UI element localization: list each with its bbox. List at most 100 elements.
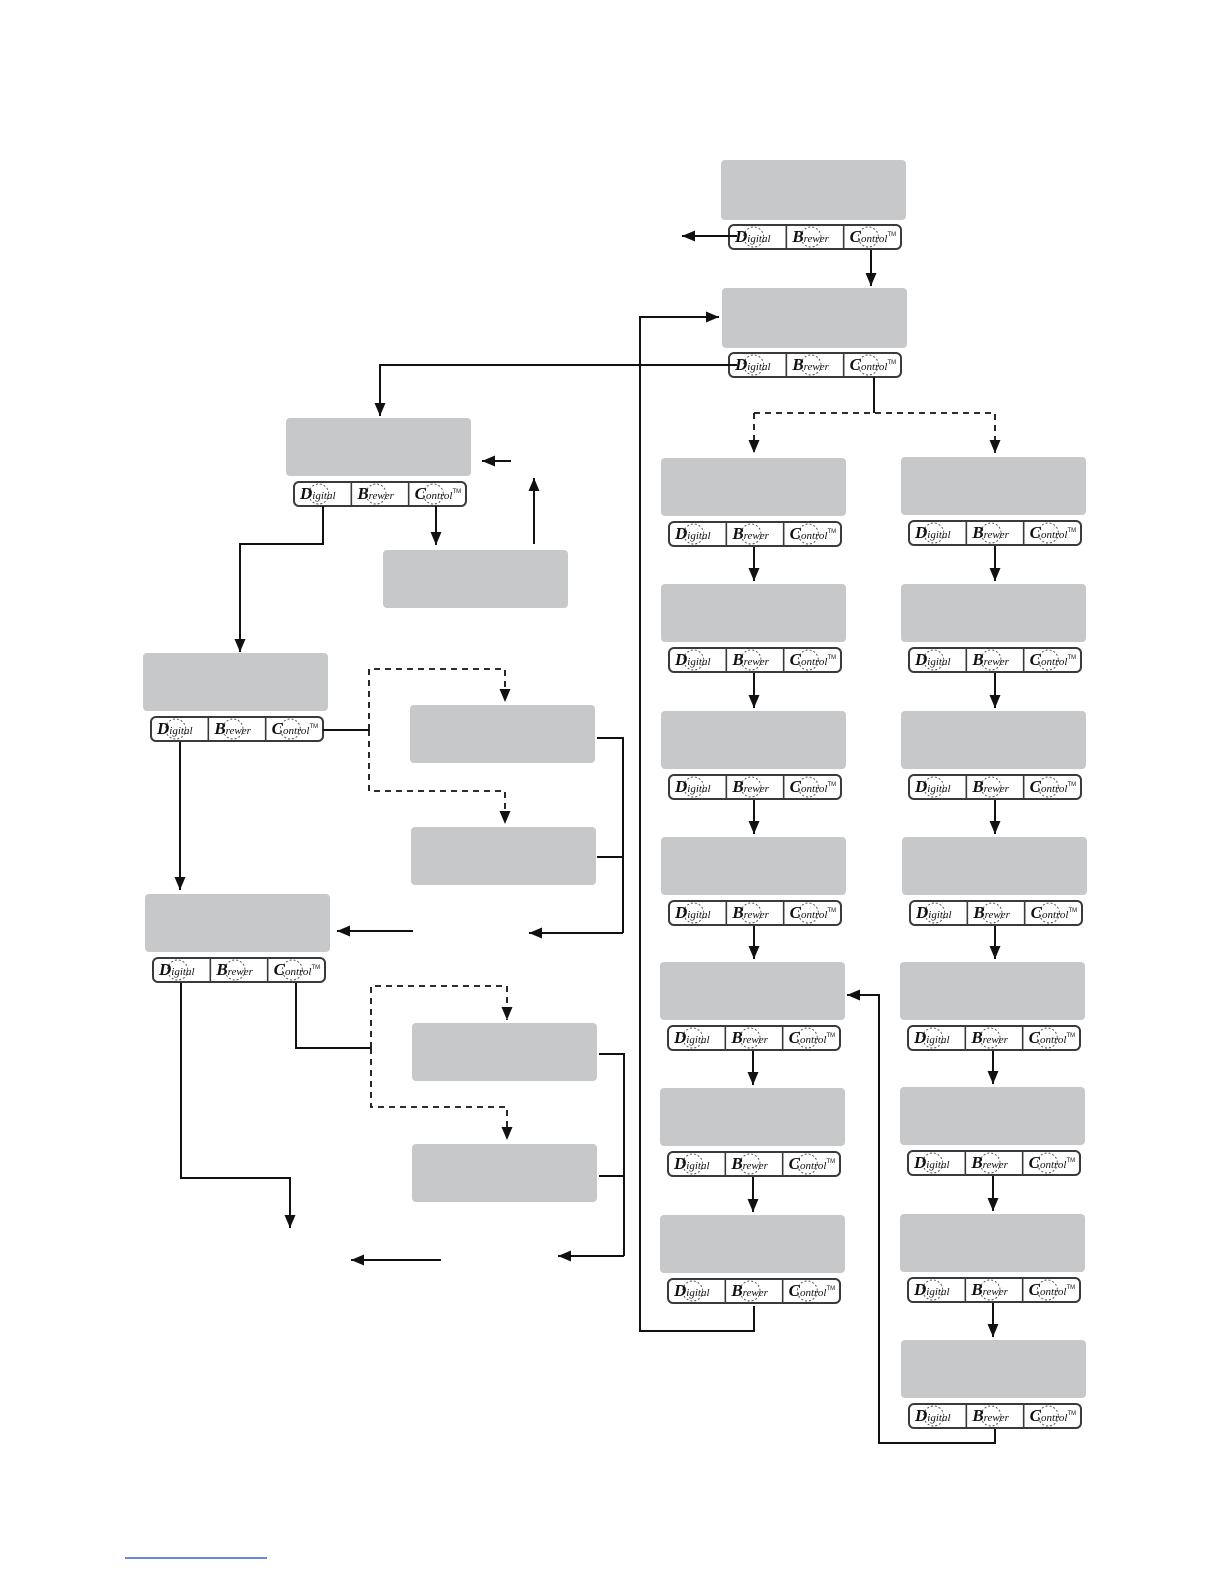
brewer-button[interactable]: Brewer — [971, 1405, 1010, 1427]
digital-button[interactable]: Digital — [915, 902, 952, 924]
arrow-head — [337, 925, 350, 937]
lcd-screen — [661, 837, 846, 895]
button-bar: Digital Brewer ControlTM — [668, 521, 842, 547]
control-button[interactable]: ControlTM — [789, 1027, 836, 1049]
control-button[interactable]: ControlTM — [790, 649, 837, 671]
arrow-head — [847, 989, 860, 1001]
dashed-ring-icon — [980, 522, 1002, 544]
digital-button[interactable]: Digital — [673, 1027, 710, 1049]
brewer-button[interactable]: Brewer — [970, 1152, 1009, 1174]
control-button[interactable]: ControlTM — [1029, 1279, 1076, 1301]
brewer-button[interactable]: Brewer — [730, 1027, 769, 1049]
arrow-head — [682, 230, 695, 242]
digital-button[interactable]: Digital — [734, 354, 771, 376]
control-button[interactable]: ControlTM — [850, 354, 897, 376]
connector-lines — [174, 230, 1001, 1444]
control-button[interactable]: ControlTM — [1031, 902, 1078, 924]
dashed-ring-icon — [980, 776, 1002, 798]
brewer-button[interactable]: Brewer — [791, 354, 830, 376]
brewer-button[interactable]: Brewer — [731, 649, 770, 671]
brewer-button[interactable]: Brewer — [215, 959, 254, 981]
lcd-screen — [661, 458, 846, 516]
brewer-button[interactable]: Brewer — [731, 902, 770, 924]
digital-button[interactable]: Digital — [156, 718, 193, 740]
lcd-unit: Digital Brewer ControlTM — [660, 962, 845, 1051]
digital-button[interactable]: Digital — [914, 1405, 951, 1427]
button-bar: Digital Brewer ControlTM — [907, 1025, 1081, 1051]
control-button[interactable]: ControlTM — [1030, 776, 1077, 798]
digital-button[interactable]: Digital — [914, 649, 951, 671]
control-button[interactable]: ControlTM — [1030, 1405, 1077, 1427]
brewer-button[interactable]: Brewer — [970, 1027, 1009, 1049]
digital-button[interactable]: Digital — [674, 902, 711, 924]
arrow-head — [351, 1254, 364, 1266]
control-button[interactable]: ControlTM — [790, 523, 837, 545]
brewer-button[interactable]: Brewer — [731, 523, 770, 545]
digital-button[interactable]: Digital — [674, 776, 711, 798]
brewer-button[interactable]: Brewer — [730, 1280, 769, 1302]
brewer-button[interactable]: Brewer — [972, 902, 1011, 924]
brewer-button[interactable]: Brewer — [356, 483, 395, 505]
digital-button[interactable]: Digital — [913, 1152, 950, 1174]
arrow-head — [865, 273, 877, 286]
control-button[interactable]: ControlTM — [789, 1153, 836, 1175]
control-button[interactable]: ControlTM — [274, 959, 321, 981]
arrow-head — [501, 1007, 513, 1020]
dashed-ring-icon — [1036, 1279, 1058, 1301]
digital-button[interactable]: Digital — [734, 226, 771, 248]
arrow-head — [987, 1071, 999, 1084]
control-button[interactable]: ControlTM — [790, 902, 837, 924]
digital-button[interactable]: Digital — [674, 649, 711, 671]
dashed-ring-icon — [923, 776, 945, 798]
arrow-head — [430, 532, 442, 545]
digital-button[interactable]: Digital — [158, 959, 195, 981]
dashed-ring-icon — [800, 354, 822, 376]
digital-button[interactable]: Digital — [299, 483, 336, 505]
control-button[interactable]: ControlTM — [1029, 1152, 1076, 1174]
button-label: Brewer — [791, 227, 829, 246]
control-button[interactable]: ControlTM — [1029, 1027, 1076, 1049]
brewer-button[interactable]: Brewer — [791, 226, 830, 248]
dashed-ring-icon — [923, 522, 945, 544]
control-button[interactable]: ControlTM — [415, 483, 462, 505]
button-bar: Digital Brewer ControlTM — [908, 1403, 1082, 1429]
control-button[interactable]: ControlTM — [790, 776, 837, 798]
button-label: Digital — [734, 227, 771, 246]
lcd-screen — [411, 827, 596, 885]
brewer-button[interactable]: Brewer — [730, 1153, 769, 1175]
control-button[interactable]: ControlTM — [1030, 649, 1077, 671]
lcd-screen — [383, 550, 568, 608]
digital-button[interactable]: Digital — [914, 776, 951, 798]
brewer-button[interactable]: Brewer — [971, 776, 1010, 798]
lcd-unit: Digital Brewer ControlTM — [661, 458, 846, 547]
control-button[interactable]: ControlTM — [789, 1280, 836, 1302]
digital-button[interactable]: Digital — [673, 1280, 710, 1302]
button-label: ControlTM — [1029, 1280, 1076, 1299]
digital-button[interactable]: Digital — [913, 1279, 950, 1301]
digital-button[interactable]: Digital — [673, 1153, 710, 1175]
control-button[interactable]: ControlTM — [272, 718, 319, 740]
lcd-screen — [145, 894, 330, 952]
dashed-ring-icon — [682, 1153, 704, 1175]
button-label: Brewer — [971, 1406, 1009, 1425]
arrow-head — [989, 695, 1001, 708]
button-bar: Digital Brewer ControlTM — [668, 774, 842, 800]
brewer-button[interactable]: Brewer — [731, 776, 770, 798]
button-label: Brewer — [972, 903, 1010, 922]
digital-button[interactable]: Digital — [674, 523, 711, 545]
control-button[interactable]: ControlTM — [850, 226, 897, 248]
button-label: Brewer — [730, 1154, 768, 1173]
digital-button[interactable]: Digital — [914, 522, 951, 544]
button-label: Digital — [913, 1280, 950, 1299]
button-label: Digital — [156, 719, 193, 738]
control-button[interactable]: ControlTM — [1030, 522, 1077, 544]
brewer-button[interactable]: Brewer — [970, 1279, 1009, 1301]
button-label: Digital — [158, 960, 195, 979]
button-label: Brewer — [356, 484, 394, 503]
brewer-button[interactable]: Brewer — [213, 718, 252, 740]
brewer-button[interactable]: Brewer — [971, 522, 1010, 544]
brewer-button[interactable]: Brewer — [971, 649, 1010, 671]
dashed-ring-icon — [743, 354, 765, 376]
digital-button[interactable]: Digital — [913, 1027, 950, 1049]
button-bar: Digital Brewer ControlTM — [150, 716, 324, 742]
